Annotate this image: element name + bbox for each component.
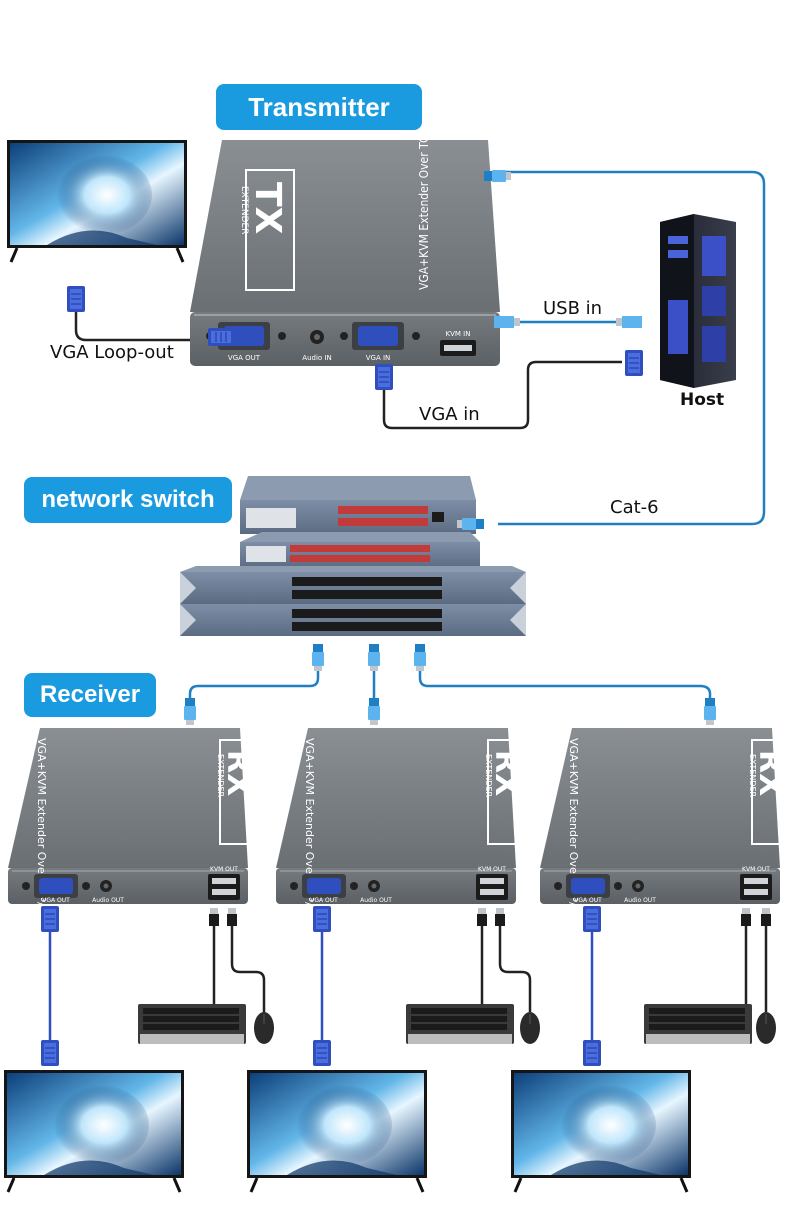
host-computer xyxy=(660,214,736,388)
rx-badge-sub: EXTENDER xyxy=(748,754,757,798)
rx-badge-sub: EXTENDER xyxy=(484,754,493,798)
tx-port-vga-in: VGA IN xyxy=(366,354,391,362)
vga-in-cable xyxy=(382,360,622,430)
receiver-peripherals xyxy=(2,698,777,1194)
mouse-2 xyxy=(519,1011,541,1045)
rx-port-audio-out: Audio OUT xyxy=(360,897,392,904)
rx-badge-text: RX xyxy=(752,750,787,796)
mouse-3 xyxy=(755,1011,777,1045)
tx-port-kvm-in: KVM IN xyxy=(446,330,471,338)
receiver-monitor-3 xyxy=(509,1068,693,1194)
loop-out-monitor xyxy=(5,138,189,264)
rx-usb-plug-3 xyxy=(761,908,771,926)
receiver-monitor-2 xyxy=(245,1068,429,1194)
switch-to-rx1-cable xyxy=(188,668,320,702)
tx-port-vga-out: VGA OUT xyxy=(228,354,261,362)
host-vga-plug xyxy=(624,349,644,377)
rx-port-vga-out: VGA OUT xyxy=(574,897,602,904)
rx-badge-text: RX xyxy=(220,750,255,796)
rx-usb-plug-3 xyxy=(741,908,751,926)
loop-out-vga-plug xyxy=(66,285,86,313)
tx-vga-out-plug xyxy=(207,327,235,347)
cat6-label: Cat-6 xyxy=(610,497,659,518)
rx-port-kvm-out: KVM OUT xyxy=(742,866,770,873)
rx-badge-sub: EXTENDER xyxy=(216,754,225,798)
rx-usb-plug-1 xyxy=(209,908,219,926)
tx-badge-text: TX xyxy=(247,182,288,235)
switch-to-rx3-cable xyxy=(418,668,712,702)
vga-loop-out-label: VGA Loop-out xyxy=(50,342,174,363)
tx-model-text: VGA+KVM Extender Over TCP/IP xyxy=(417,115,431,290)
rx-port-audio-out: Audio OUT xyxy=(92,897,124,904)
monitor-vga-plug-1 xyxy=(40,1039,60,1067)
rx-port-kvm-out: KVM OUT xyxy=(210,866,238,873)
rx-lan-plug-1 xyxy=(184,698,196,725)
mouse-1 xyxy=(253,1011,275,1045)
monitor-vga-plug-3 xyxy=(582,1039,602,1067)
network-switch-stack xyxy=(180,476,526,636)
rx-usb-plug-2 xyxy=(477,908,487,926)
rx-model-text: VGA+KVM Extender Over TCP/IP xyxy=(35,738,48,916)
tx-port-audio-in: Audio IN xyxy=(302,354,331,362)
cat6-cable xyxy=(496,170,766,526)
receiver-monitor-1 xyxy=(2,1068,186,1194)
transmitter-label: Transmitter xyxy=(216,84,422,130)
keyboard-1 xyxy=(138,1004,246,1044)
rx-port-vga-out: VGA OUT xyxy=(42,897,70,904)
rx-vga-plug-2 xyxy=(312,905,332,933)
receiver-label: Receiver xyxy=(24,673,156,717)
tx-badge: TX EXTENDER xyxy=(239,169,295,291)
tx-badge-sub: EXTENDER xyxy=(239,186,249,234)
rx-port-vga-out: VGA OUT xyxy=(310,897,338,904)
switch-lan-plug-2 xyxy=(368,644,380,671)
rx-port-audio-out: Audio OUT xyxy=(624,897,656,904)
switch-lan-plug-1 xyxy=(312,644,324,671)
rx-badge-text: RX xyxy=(488,750,523,796)
monitor-vga-plug-2 xyxy=(312,1039,332,1067)
rx-port-kvm-out: KVM OUT xyxy=(478,866,506,873)
tx-vga-in-plug xyxy=(374,363,394,391)
rx-model-text: VGA+KVM Extender Over TCP/IP xyxy=(303,738,316,916)
vga-in-label: VGA in xyxy=(419,404,480,425)
rx-vga-plug-3 xyxy=(582,905,602,933)
rx-usb-plug-1 xyxy=(227,908,237,926)
rx-usb-plug-2 xyxy=(495,908,505,926)
rx-model-text: VGA+KVM Extender Over TCP/IP xyxy=(567,738,580,916)
rx-lan-plug-3 xyxy=(704,698,716,725)
keyboard-2 xyxy=(406,1004,514,1044)
host-label: Host xyxy=(680,390,725,410)
vga-loop-cable xyxy=(74,310,196,342)
transmitter-device: TX EXTENDER VGA+KVM Extender Over TCP/IP… xyxy=(190,115,500,366)
rx-lan-plug-2 xyxy=(368,698,380,725)
host-usb-plug xyxy=(616,316,642,328)
rx-vga-plug-1 xyxy=(40,905,60,933)
switch-lan-plug-3 xyxy=(414,644,426,671)
network-switch-label: network switch xyxy=(24,477,232,523)
keyboard-3 xyxy=(644,1004,752,1044)
tx-usb-plug xyxy=(494,316,520,328)
usb-in-label: USB in xyxy=(543,298,603,319)
